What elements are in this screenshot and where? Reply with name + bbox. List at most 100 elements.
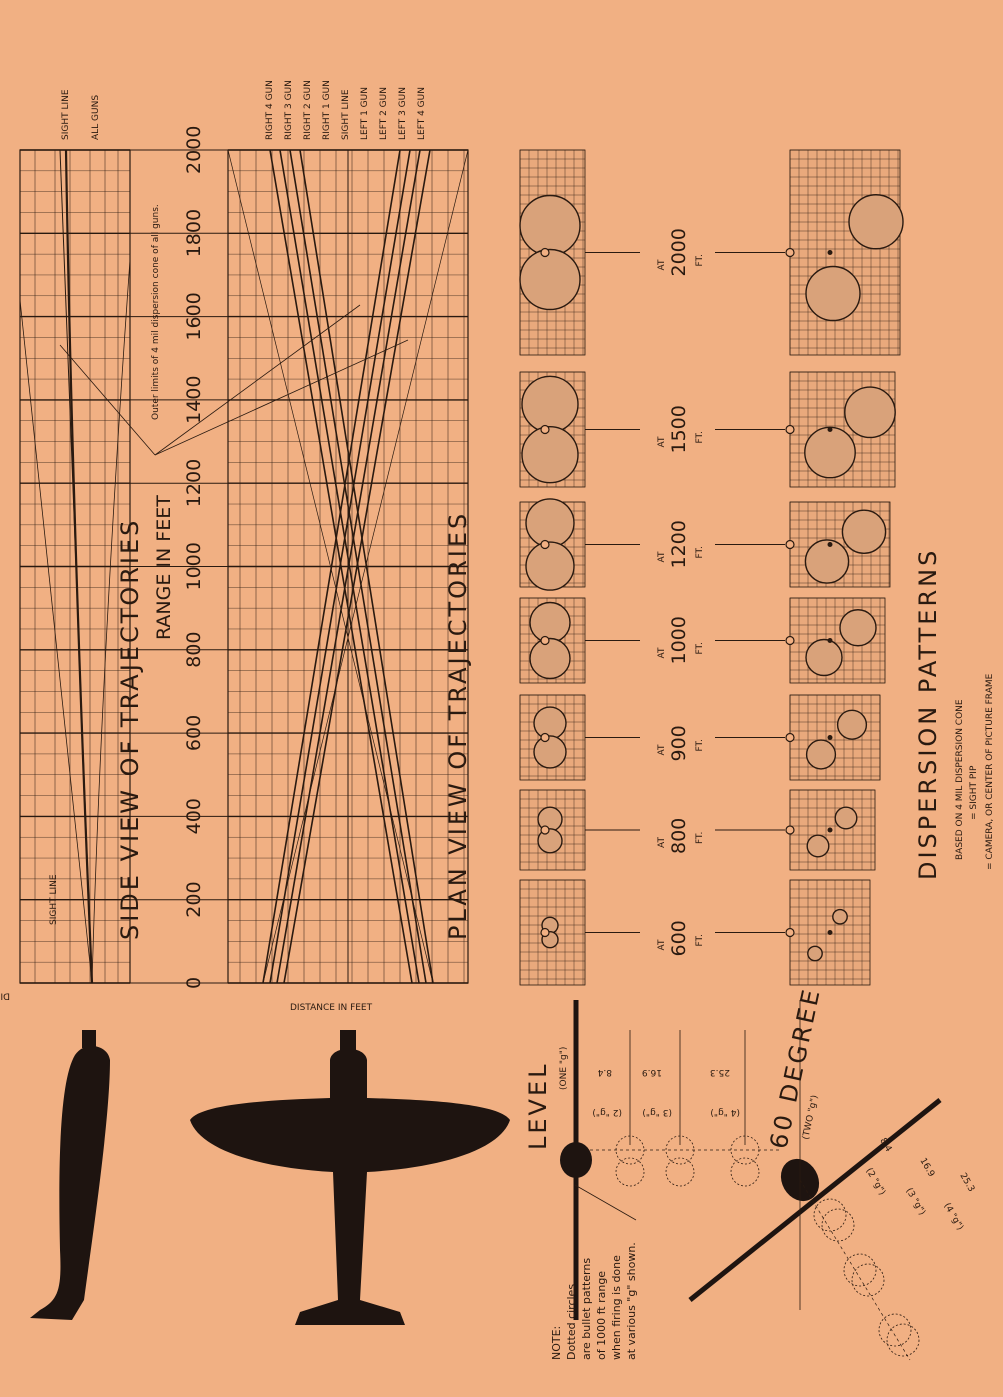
range-value: 600	[668, 920, 690, 956]
range-at: AT	[657, 837, 667, 848]
dispersion-note-2: = SIGHT PIP	[969, 765, 979, 820]
plan-gun-label: LEFT 2 GUN	[379, 87, 389, 140]
plan-gun-label: LEFT 1 GUN	[360, 87, 370, 140]
cone-note: Outer limits of 4 mil dispersion cone of…	[151, 204, 161, 420]
plan-gun-label: RIGHT 3 GUN	[284, 80, 294, 140]
range-value: 1200	[668, 520, 690, 568]
level-sub: (ONE "g")	[559, 1047, 569, 1090]
side-cone-lower	[91, 259, 131, 984]
bullet-pattern-circle	[525, 498, 575, 548]
sixty-dotted-pattern	[843, 1253, 877, 1287]
level-dotted-pattern	[730, 1157, 760, 1187]
sight-pip	[540, 927, 550, 938]
side-sight-line	[59, 149, 93, 984]
bullet-pattern-circle	[525, 541, 575, 591]
camera-center-dot	[827, 827, 833, 833]
sixty-g: (3 "g")	[903, 1187, 926, 1218]
bullet-pattern-circle	[804, 539, 850, 584]
dispersion-note-1: BASED ON 4 MIL DISPERSION CONE	[955, 699, 965, 860]
sight-pip	[785, 825, 795, 835]
range-at: AT	[657, 436, 667, 447]
camera-center-dot	[827, 930, 833, 935]
bullet-pattern-circle	[807, 945, 823, 962]
level-dim: 8.4	[597, 1067, 612, 1077]
sixty-axis	[799, 1179, 911, 1361]
bullet-pattern-circle	[519, 248, 581, 311]
bullet-pattern-circle	[529, 637, 571, 680]
plan-gun-label: RIGHT 4 GUN	[265, 80, 275, 140]
level-label: LEVEL	[524, 1062, 552, 1151]
bullet-pattern-circle	[839, 609, 877, 647]
plan-left-gun-trajectory	[283, 149, 431, 984]
plan-right-gun-trajectory	[299, 149, 434, 984]
range-at: AT	[657, 647, 667, 658]
plan-cone-outer	[262, 149, 469, 984]
cone-leader	[154, 304, 361, 456]
range-unit: FT.	[695, 934, 705, 946]
cone-leader	[154, 339, 409, 456]
plan-gun-label: RIGHT 2 GUN	[303, 80, 313, 140]
dispersion-title: DISPERSION PATTERNS	[914, 548, 942, 880]
bullet-pattern-circle	[805, 739, 837, 770]
turn-diagrams: 8.4(2 "g")16.9(3 "g")25.3(4 "g")8.4(2 "g…	[560, 1000, 976, 1361]
bullet-pattern-circle	[529, 601, 571, 644]
dispersion-note-3: = CAMERA, OR CENTER OF PICTURE FRAME	[985, 673, 995, 870]
camera-center-dot	[827, 735, 833, 740]
bullet-pattern-circle	[804, 426, 856, 479]
range-unit: FT.	[695, 254, 705, 266]
note-line-2: are bullet patterns	[580, 1258, 593, 1360]
sixty-dim: 25.3	[957, 1172, 976, 1194]
sight-pip	[785, 539, 795, 550]
plan-gun-label: LEFT 3 GUN	[398, 87, 408, 140]
sixty-dotted-pattern	[851, 1263, 885, 1297]
side-sight-line-label: SIGHT LINE	[49, 874, 59, 925]
dispersion-grid-bottom	[789, 149, 901, 356]
note-line-3: of 1000 ft range	[595, 1271, 608, 1360]
bullet-pattern-circle	[805, 638, 843, 677]
level-dotted-pattern	[615, 1157, 645, 1187]
range-unit: FT.	[695, 431, 705, 443]
level-dim: 25.3	[710, 1067, 730, 1077]
camera-center-dot	[827, 638, 833, 643]
level-g: (2 "g")	[592, 1107, 622, 1117]
level-g: (4 "g")	[710, 1107, 740, 1117]
range-unit: FT.	[695, 739, 705, 751]
bullet-pattern-circle	[537, 828, 563, 854]
sight-pip	[785, 247, 795, 258]
cone-leader	[59, 344, 156, 456]
side-end-label: SIGHT LINE	[61, 89, 71, 140]
side-distance-label: DISTANCE IN FEET	[0, 993, 10, 1003]
sixty-label: 60 DEGREE	[764, 985, 826, 1152]
side-view-grid	[19, 149, 131, 984]
sight-pip	[540, 247, 550, 258]
bullet-pattern-circle	[521, 426, 579, 484]
plan-cone-outer	[227, 149, 434, 984]
note-line-5: at various "g" shown.	[625, 1242, 638, 1360]
sixty-dotted-pattern	[878, 1313, 912, 1347]
range-value: 1500	[668, 405, 690, 453]
sixty-dotted-pattern	[886, 1323, 920, 1357]
range-unit: FT.	[695, 546, 705, 558]
plan-view-grid	[59, 149, 469, 984]
range-at: AT	[657, 939, 667, 950]
plan-left-gun-trajectory	[262, 149, 401, 984]
bullet-pattern-circle	[844, 386, 896, 439]
sixty-dim: 16.9	[917, 1157, 936, 1180]
plan-left-gun-trajectory	[269, 149, 411, 984]
camera-center-dot	[827, 427, 833, 432]
plan-gun-label: LEFT 4 GUN	[417, 87, 427, 140]
sight-pip	[785, 927, 795, 938]
bullet-pattern-circle	[836, 709, 868, 740]
note-block: NOTE: Dotted circles are bullet patterns…	[550, 1242, 638, 1360]
level-dotted-pattern	[665, 1157, 695, 1187]
sixty-g: (2 "g")	[863, 1167, 886, 1198]
